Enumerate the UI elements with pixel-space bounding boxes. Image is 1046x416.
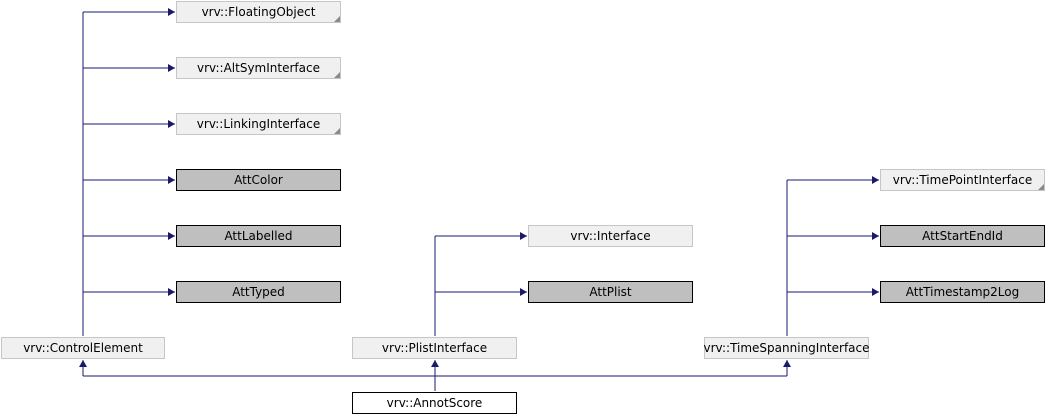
- node-att-color[interactable]: AttColor: [176, 169, 341, 191]
- node-alt-sym-interface[interactable]: vrv::AltSymInterface: [176, 57, 341, 79]
- node-linking-interface[interactable]: vrv::LinkingInterface: [176, 113, 341, 135]
- node-att-labelled[interactable]: AttLabelled: [176, 225, 341, 247]
- node-plist-interface[interactable]: vrv::PlistInterface: [352, 337, 517, 359]
- node-att-start-end-id[interactable]: AttStartEndId: [880, 225, 1045, 247]
- node-control-element[interactable]: vrv::ControlElement: [1, 337, 165, 359]
- node-att-plist[interactable]: AttPlist: [528, 281, 693, 303]
- node-time-point-interface[interactable]: vrv::TimePointInterface: [880, 169, 1045, 191]
- node-annot-score[interactable]: vrv::AnnotScore: [352, 392, 517, 414]
- node-att-typed[interactable]: AttTyped: [176, 281, 341, 303]
- node-att-timestamp2-log[interactable]: AttTimestamp2Log: [880, 281, 1045, 303]
- node-interface[interactable]: vrv::Interface: [528, 225, 693, 247]
- node-time-spanning-interface[interactable]: vrv::TimeSpanningInterface: [704, 337, 870, 359]
- node-floating-object[interactable]: vrv::FloatingObject: [176, 1, 341, 23]
